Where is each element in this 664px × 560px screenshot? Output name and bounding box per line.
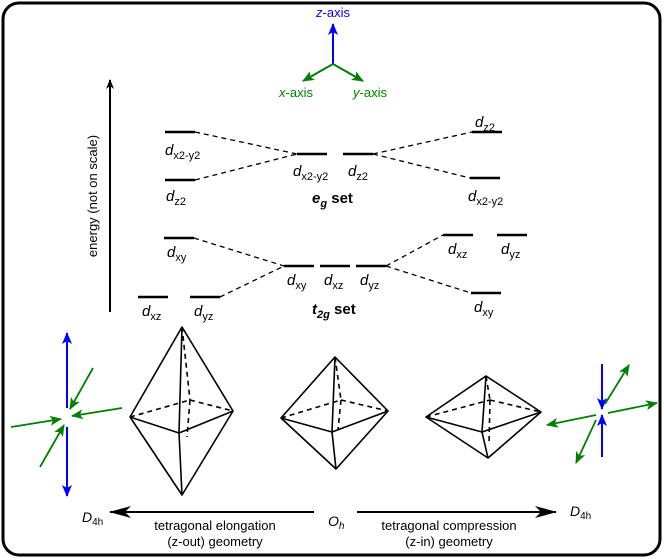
label-left-dz2: dz2 <box>166 188 186 208</box>
green-arrow-out-2 <box>607 400 658 414</box>
label-left-dx2y2: dx2-y2 <box>165 142 200 162</box>
orbital-labels: dx2-y2 dz2 dx2-y2 dz2 dz2 dx2-y2 dxy dxz… <box>142 114 520 323</box>
label-left-dyz: dyz <box>194 303 213 323</box>
y-axis-arrow <box>332 63 364 82</box>
green-arrow-in-3 <box>10 415 62 428</box>
label-right-dx2y2: dx2-y2 <box>468 188 503 208</box>
axes-legend: z-axis x-axis y-axis <box>278 5 387 100</box>
z-axis-label: z-axis <box>315 5 350 20</box>
elongated-octahedron <box>129 326 234 496</box>
label-right-dyz: dyz <box>501 241 520 261</box>
green-arrow-out-1 <box>604 364 630 405</box>
corr-right-dx2y2 <box>372 153 471 179</box>
label-center-dz2: dz2 <box>348 163 368 183</box>
compression-caption-line2: (z-in) geometry <box>405 534 493 549</box>
regular-octahedron <box>280 356 389 470</box>
compression-caption-line1: tetragonal compression <box>381 518 516 533</box>
elongation-force-arrows <box>10 332 123 497</box>
label-right-dxz: dxz <box>448 241 467 261</box>
corr-right-dz2 <box>372 131 473 155</box>
green-arrow-out-3 <box>546 414 597 428</box>
label-center-dxy: dxy <box>287 272 307 292</box>
x-axis-arrow <box>302 63 334 82</box>
corr-left-dx2y2 <box>194 131 298 155</box>
right-symmetry-label: D4h <box>570 503 591 522</box>
label-center-dx2y2: dx2-y2 <box>293 163 328 183</box>
green-arrow-out-4 <box>575 419 597 464</box>
label-left-dxy: dxy <box>167 244 187 264</box>
corr-right-dxz <box>385 234 444 267</box>
corr-left-dz2 <box>194 153 298 181</box>
elongation-caption-line2: (z-out) geometry <box>167 534 263 549</box>
label-center-dxz: dxz <box>324 272 343 292</box>
eg-set-label: eg set <box>312 190 353 210</box>
label-right-dxy: dxy <box>474 299 494 319</box>
elongation-caption-line1: tetragonal elongation <box>154 518 275 533</box>
compressed-octahedron <box>425 375 542 459</box>
green-arrow-in-2 <box>71 407 123 420</box>
t2g-set-label: t2g set <box>312 301 356 321</box>
correlation-lines <box>193 131 473 298</box>
left-symmetry-label: D4h <box>82 509 103 528</box>
compression-force-arrows <box>546 364 658 464</box>
corr-right-dxy <box>385 265 472 294</box>
x-axis-label: x-axis <box>278 85 313 100</box>
center-symmetry-label: Oh <box>328 513 345 532</box>
corr-left-dyz <box>219 265 285 298</box>
label-left-dxz: dxz <box>142 303 161 323</box>
y-axis-label: y-axis <box>352 85 387 100</box>
label-right-dz2: dz2 <box>475 114 495 134</box>
corr-left-dxy <box>193 237 285 267</box>
energy-levels <box>138 130 527 299</box>
label-center-dyz: dyz <box>360 272 379 292</box>
green-arrow-in-4 <box>39 424 65 468</box>
green-arrow-in-1 <box>69 367 94 410</box>
energy-axis-label: energy (not on scale) <box>85 135 100 257</box>
